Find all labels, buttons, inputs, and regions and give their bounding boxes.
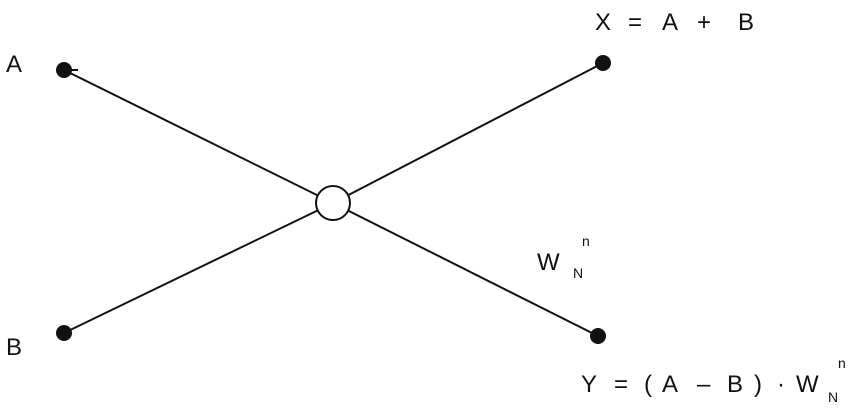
y-eq-sub: N: [828, 389, 838, 405]
x-eq-a: A: [662, 9, 678, 36]
center-node: [315, 185, 351, 221]
node-b: [56, 325, 72, 341]
x-eq-plus: +: [697, 9, 711, 36]
edge-a-to-center: [63, 69, 334, 204]
edge-center-to-y: [332, 202, 599, 337]
y-eq-a: A: [662, 371, 678, 398]
y-eq-sup: n: [838, 355, 846, 371]
twiddle-factor-label: W n N: [537, 233, 590, 281]
y-eq-rparen: ): [754, 371, 762, 398]
node-x: [595, 55, 611, 71]
x-equation: X = A + B: [595, 9, 754, 36]
x-eq-lhs: X: [595, 9, 611, 36]
node-y: [590, 328, 606, 344]
y-eq-lhs: Y: [581, 371, 597, 398]
y-eq-minus: –: [697, 371, 711, 398]
x-eq-equals: =: [628, 9, 642, 36]
twiddle-sup: n: [582, 233, 590, 249]
x-eq-b: B: [738, 9, 754, 36]
y-equation: Y = ( A – B ) · W n N: [581, 355, 846, 405]
node-a: [56, 62, 72, 78]
twiddle-w: W: [537, 249, 560, 276]
y-eq-lparen: (: [644, 371, 652, 398]
edge-b-to-center: [63, 202, 334, 334]
edge-center-to-x: [332, 62, 604, 204]
y-eq-b: B: [727, 371, 743, 398]
label-b: B: [6, 334, 22, 361]
y-eq-equals: =: [614, 371, 628, 398]
y-eq-w: W: [796, 371, 819, 398]
label-a: A: [6, 51, 22, 78]
twiddle-sub: N: [573, 265, 583, 281]
y-eq-dot: ·: [777, 371, 785, 398]
